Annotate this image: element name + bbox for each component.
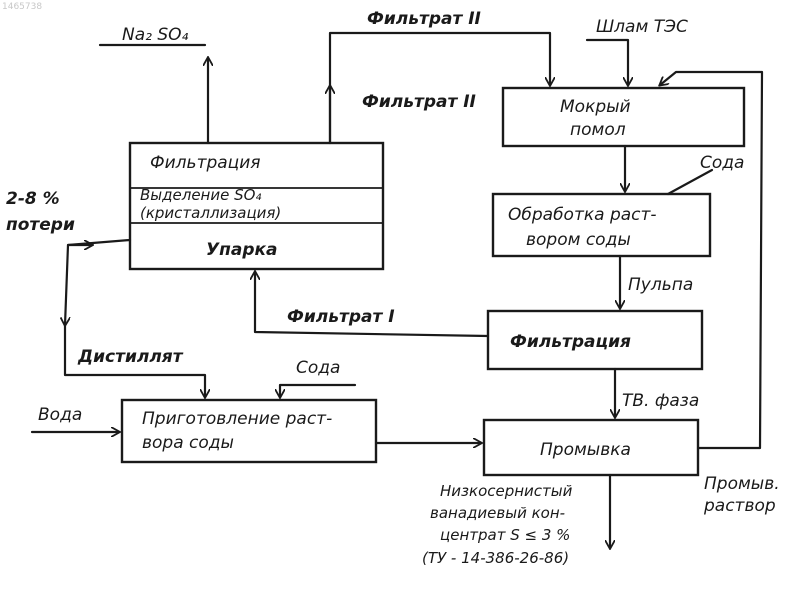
label-water: Вода [38,405,82,425]
label-losses: потери [6,215,75,235]
box-soda-solution-preparation: Приготовление раст- вора соды [122,400,376,462]
label-filtrate-ii-top: Фильтрат II [367,9,481,29]
box-soda-treatment: Обработка раст- вором соды [493,194,710,256]
box-label-wet-grinding-2: помол [570,120,626,140]
box-label-evaporation: Упарка [206,240,278,260]
label-sludge: Шлам ТЭС [596,17,688,37]
watermark-number: 1465738 [2,2,42,12]
box-main-filtration: Фильтрация [488,311,702,369]
box-label-soda-preparation-1: Приготовление раст- [142,409,332,429]
label-product-2: ванадиевый кон- [430,504,565,522]
label-soda-top: Сода [700,153,744,173]
box-wet-grinding: Мокрый помол [503,88,744,146]
box-label-wet-grinding-1: Мокрый [560,97,631,117]
label-product-4: (ТУ - 14-386-26-86) [422,549,569,567]
box-label-crystallization-2: (кристаллизация) [140,204,281,222]
label-na2so4: Na₂ SO₄ [122,25,189,45]
box-label-crystallization-1: Выделение SO₄ [140,186,261,204]
label-filtrate-i: Фильтрат I [287,307,395,327]
label-pulp: Пульпа [628,275,693,295]
box-label-soda-treatment-1: Обработка раст- [508,205,657,225]
box-evaporation-unit: Фильтрация Выделение SO₄ (кристаллизация… [130,143,383,269]
label-product-3: центрат S ≤ 3 % [440,526,570,544]
label-filtrate-ii-side: Фильтрат II [362,92,476,112]
box-label-main-filtration: Фильтрация [510,332,631,352]
box-washing: Промывка [484,420,698,475]
box-label-filtration-upper: Фильтрация [150,153,261,173]
label-solid-phase: ТВ. фаза [622,391,699,411]
box-label-soda-treatment-2: вором соды [526,230,631,250]
label-wash-solution-1: Промыв. [704,474,780,494]
label-product-1: Низкосернистый [440,482,573,500]
box-label-washing: Промывка [540,440,631,460]
label-wash-solution-2: раствор [703,496,776,516]
label-soda-bottom: Сода [296,358,340,378]
label-losses-percent: 2-8 % [6,189,60,209]
label-distillate: Дистиллят [77,347,184,367]
box-label-soda-preparation-2: вора соды [142,433,234,453]
